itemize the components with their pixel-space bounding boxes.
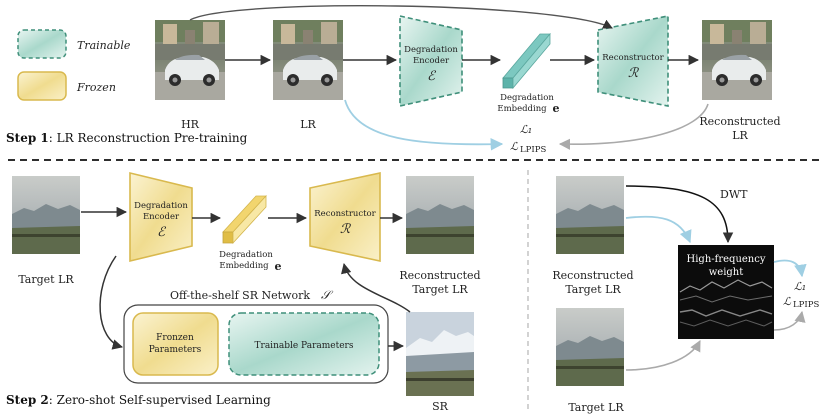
step2-reconstructed-image [406,176,474,254]
right-target-to-weight-arrow [625,340,701,371]
step1-caption-text: : LR Reconstruction Pre-training [48,131,248,145]
step2-encoder-title-1: Degradation [134,201,188,211]
step1-lr-image [273,20,343,100]
step2-embedding-label-2: Embedding [219,261,269,271]
trainable-parameters-label: Trainable Parameters [255,341,354,351]
sr-network-symbol: 𝒮 [321,288,334,302]
step2-target-to-sr-network-arrow [99,255,124,350]
legend-trainable-label: Trainable [77,39,131,52]
step2-reconstructor-block [309,172,381,262]
frozen-parameters-block [132,312,219,376]
right-target-lr-label: Target LR [568,401,624,414]
step1-loss-lpips-sub: LPIPS [520,145,546,155]
step2-panel: Target LR Degradation Encoder ℰ Degradat… [12,171,481,413]
right-reconstructed-label-1: Reconstructed [552,269,633,282]
step1-encoder-symbol: ℰ [427,69,436,84]
frozen-parameters-label-2: Parameters [149,345,202,355]
step2-reconstructor-symbol: ℛ [340,222,352,237]
step2-caption-bold: Step 2 [6,393,49,407]
step2-embedding-cuboid [222,194,267,245]
high-frequency-weight-map [678,245,774,339]
hf-edge-line [679,309,773,317]
right-reconstructed-to-weight-arrow [625,215,692,244]
step1-encoder-title-2: Encoder [413,56,450,66]
step2-encoder-title-2: Encoder [143,212,180,222]
legend-trainable-swatch [17,29,67,59]
step1-reconstructed-to-loss-arrow [558,103,709,150]
step1-encoder-block [399,14,463,108]
step1-reconstructor-symbol: ℛ [628,66,640,81]
step1-hr-image [155,20,225,100]
step1-reconstructor-block [597,15,669,107]
step1-reconstructed-image [702,20,772,100]
step1-embedding-label-2: Embedding [497,104,547,114]
step1-lr-label: LR [300,118,316,131]
step2-caption: Step 2: Zero-shot Self-supervised Learni… [6,393,271,407]
weight-to-loss-arrow-bottom [773,310,806,331]
step1-hr-label: HR [181,118,200,131]
step1-embedding-symbol: e [553,102,560,115]
step1-loss-l1: ℒ₁ [520,123,532,136]
right-reconstructed-label-2: Target LR [565,283,621,296]
step2-encoder-symbol: ℰ [157,225,166,240]
step1-embedding-cuboid [502,32,551,90]
step2-target-lr-label: Target LR [18,273,74,286]
step2-caption-text: : Zero-shot Self-supervised Learning [48,393,271,407]
sr-network-title: Off-the-shelf SR Network [170,289,310,302]
step1-loss-lpips: ℒ [510,140,519,153]
dwt-label: DWT [720,188,748,201]
legend-frozen-swatch [17,71,67,101]
step1-reconstructed-label-1: Reconstructed [699,115,780,128]
right-reconstructed-image [556,176,624,254]
hf-weight-label-1: High-frequency [687,254,766,265]
frozen-parameters-label-1: Fronzen [156,333,194,343]
step1-panel: HR LR Degradation Encoder ℰ Degradation … [155,5,781,155]
step2-encoder-block [129,171,193,263]
right-target-lr-image [556,308,624,386]
step1-reconstructed-label-2: LR [732,129,748,142]
hf-weight-label-2: weight [709,267,744,278]
hf-edge-line [679,295,773,303]
hf-edge-line [679,279,773,293]
step1-encoder-title-1: Degradation [404,45,458,55]
step2-loss-panel: Reconstructed Target LR Target LR High-f… [552,176,819,414]
step1-caption: Step 1: LR Reconstruction Pre-training [6,131,247,145]
step1-hr-to-reconstructor-arrow [189,5,613,29]
trainable-parameters-block [228,312,380,376]
step2-embedding-label-1: Degradation [219,250,273,260]
step2-reconstructed-label-1: Reconstructed [399,269,480,282]
step2-loss-lpips: ℒ [783,295,792,308]
step1-embedding-label-1: Degradation [500,93,554,103]
step2-target-lr-image [12,176,80,254]
step2-sr-image [406,312,474,396]
step2-sr-label: SR [432,400,449,413]
step1-lr-to-loss-arrow [344,99,504,151]
step2-embedding-symbol: e [275,260,282,273]
step1-caption-bold: Step 1 [6,131,49,145]
step2-loss-lpips-sub: LPIPS [793,300,819,310]
dwt-arrow [625,185,734,244]
step1-reconstructor-title: Reconstructor [602,53,664,63]
hf-edge-line [679,319,773,327]
weight-to-loss-arrow-top [773,259,807,278]
legend-frozen-label: Frozen [76,81,116,94]
legend: Trainable Frozen [17,29,131,101]
step2-loss-l1: ℒ₁ [794,280,806,293]
step2-reconstructed-label-2: Target LR [412,283,468,296]
step2-reconstructor-title: Reconstructor [314,209,376,219]
step2-sr-to-reconstructor-arrow [341,262,411,313]
